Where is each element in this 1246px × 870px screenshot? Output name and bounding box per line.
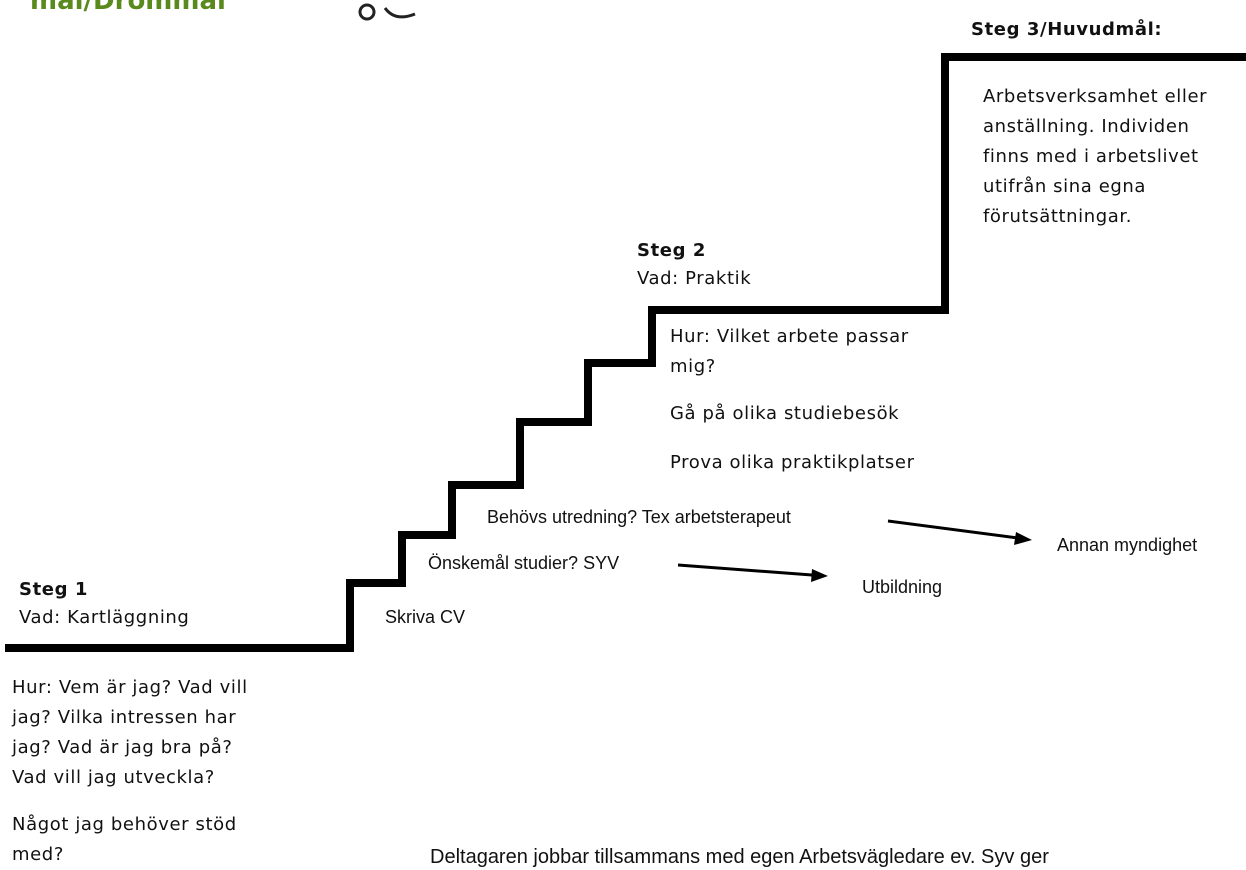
steg2-vad: Vad: Praktik bbox=[637, 268, 752, 289]
steg3-line: anställning. Individen bbox=[983, 116, 1190, 137]
steg1-hur-line: Hur: Vem är jag? Vad vill bbox=[12, 677, 248, 698]
steg1-hur-line: Vad vill jag utveckla? bbox=[12, 767, 215, 788]
utbildning-label: Utbildning bbox=[862, 577, 943, 597]
steg2-item-praktikplatser: Prova olika praktikplatser bbox=[670, 452, 915, 473]
steg1-stod-line: Något jag behöver stöd bbox=[12, 814, 237, 835]
steg2-hur-line1: Hur: Vilket arbete passar bbox=[670, 326, 909, 347]
staircase-line bbox=[5, 53, 1246, 652]
steg1-stod-line: med? bbox=[12, 844, 64, 865]
steg1-vad: Vad: Kartläggning bbox=[19, 607, 190, 628]
steg3-line: utifrån sina egna bbox=[983, 176, 1147, 197]
steg3-line: förutsättningar. bbox=[983, 206, 1133, 227]
steg1-stod: Något jag behöver stöd med? bbox=[12, 810, 332, 870]
steg2-hur-line2: mig? bbox=[670, 356, 716, 377]
steg1-hur-line: jag? Vilka intressen har bbox=[12, 707, 237, 728]
utredning-label: Behövs utredning? Tex arbetsterapeut bbox=[487, 507, 791, 527]
steg3-description: Arbetsverksamhet eller anställning. Indi… bbox=[983, 82, 1246, 232]
studier-label: Önskemål studier? SYV bbox=[428, 553, 620, 573]
page-title-fragment: mål/Drömmål bbox=[30, 0, 226, 16]
footer-text: Deltagaren jobbar tillsammans med egen A… bbox=[430, 846, 1049, 868]
steg1-heading: Steg 1 bbox=[19, 579, 89, 600]
thought-bubble-icon bbox=[358, 3, 416, 21]
steg2-item-studiebesok: Gå på olika studiebesök bbox=[670, 403, 900, 424]
arrow-to-utbildning bbox=[677, 563, 828, 582]
arrow-to-annan-myndighet bbox=[887, 519, 1032, 545]
steg3-heading: Steg 3/Huvudmål: bbox=[971, 19, 1163, 40]
steg2-heading: Steg 2 bbox=[637, 240, 707, 261]
steg1-hur: Hur: Vem är jag? Vad vill jag? Vilka int… bbox=[12, 673, 332, 793]
annan-myndighet-label: Annan myndighet bbox=[1057, 535, 1198, 555]
steg3-line: finns med i arbetslivet bbox=[983, 146, 1199, 167]
steg1-hur-line: jag? Vad är jag bra på? bbox=[12, 737, 233, 758]
skriva-cv-label: Skriva CV bbox=[385, 607, 466, 627]
steg3-line: Arbetsverksamhet eller bbox=[983, 86, 1208, 107]
